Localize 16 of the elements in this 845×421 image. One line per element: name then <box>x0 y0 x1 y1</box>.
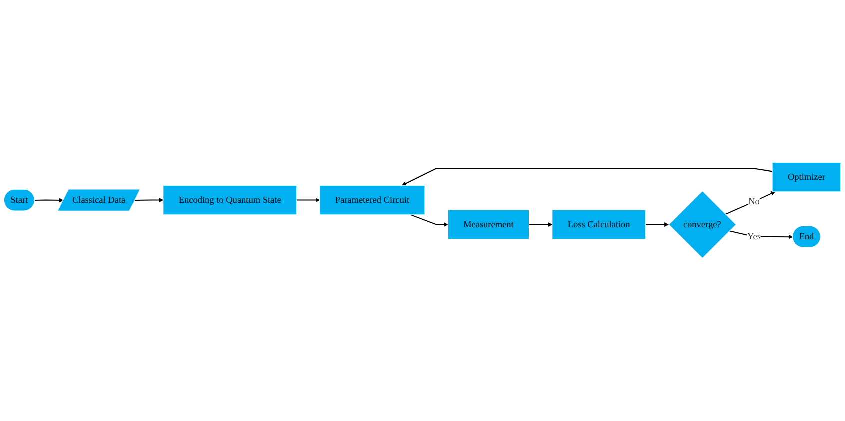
arrow <box>402 168 773 186</box>
arrow <box>135 198 164 203</box>
node-box: Optimizer <box>772 162 842 192</box>
node-box: Measurement <box>448 210 530 240</box>
arrow <box>34 198 64 203</box>
node-diamond: converge? <box>668 190 737 259</box>
arrow <box>410 214 448 228</box>
arrow <box>646 222 669 228</box>
edge-label: No <box>748 196 760 207</box>
node-box: Parametered Circuit <box>320 185 426 216</box>
arrow <box>296 198 320 203</box>
edge-label: Yes <box>748 231 761 242</box>
arrow <box>725 192 776 215</box>
node-box: Loss Calculation <box>552 210 646 240</box>
arrow <box>529 222 553 228</box>
node-box: Encoding to Quantum State <box>163 185 298 216</box>
